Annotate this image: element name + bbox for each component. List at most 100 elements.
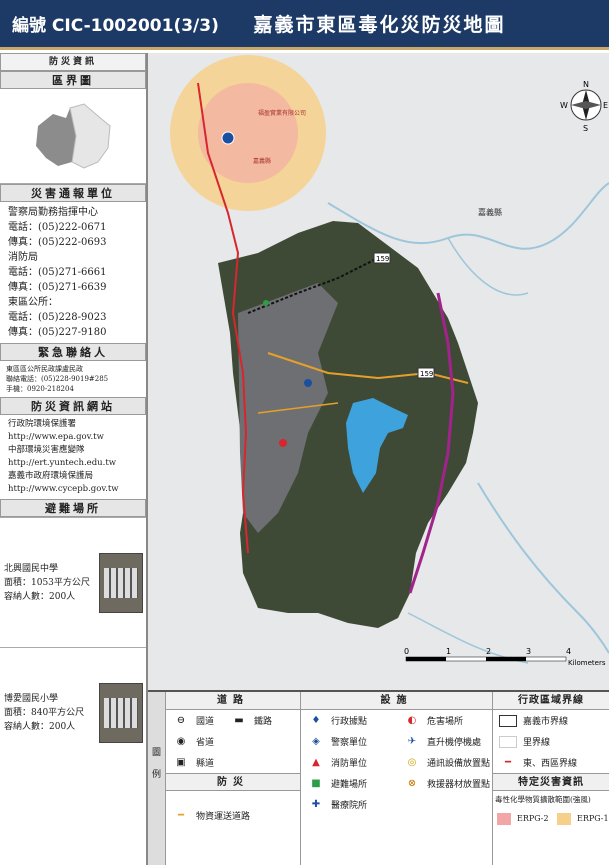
svg-text:E: E bbox=[603, 101, 608, 110]
shelter-name: 博愛國民小學 bbox=[4, 693, 59, 704]
poi-label: 福盈實業有限公司 bbox=[258, 109, 306, 117]
admin-icon: ♦ bbox=[311, 714, 321, 726]
legend-item: 行政據點 bbox=[331, 717, 368, 727]
header-district: 區界圖 bbox=[0, 71, 146, 89]
erpg2-swatch bbox=[497, 812, 511, 825]
railway-icon: ▬ bbox=[234, 714, 244, 726]
helicopter-icon: ✈ bbox=[407, 735, 417, 747]
urban-area bbox=[238, 283, 338, 533]
web-line: 嘉義市政府環境保護局 bbox=[8, 471, 94, 481]
contact-line: 手機：0920-218204 bbox=[6, 385, 74, 393]
shelter-name: 北興國民中學 bbox=[4, 563, 59, 574]
header-info: 防災資訊 bbox=[0, 53, 146, 71]
fire-icon: ▲ bbox=[312, 756, 320, 768]
freeway-icon: ⊖ bbox=[176, 714, 186, 726]
shelter-capacity: 容納人數：200人 bbox=[4, 591, 76, 602]
legend-item: 國道 bbox=[196, 717, 215, 727]
legend-facility-header: 設施 bbox=[301, 692, 492, 710]
road-number: 159 bbox=[420, 370, 433, 378]
map-area[interactable]: 福盈實業有限公司 嘉義縣 嘉義縣 159 159 N S E W bbox=[148, 53, 609, 690]
legend-boundaries: 行政區域界線 嘉義市界線 里界線 ━東、西區界線 特定災害資訊 毒性化學物質擴散… bbox=[493, 692, 609, 865]
supply-road-icon: ━ bbox=[177, 809, 185, 821]
info-panel: 防災資訊 區界圖 災害通報單位 警察局勤務指揮中心 電話：(05)222-067… bbox=[0, 53, 148, 865]
hospital-icon: ✚ bbox=[311, 798, 321, 810]
map-canvas[interactable]: 福盈實業有限公司 嘉義縣 嘉義縣 159 159 N S E W bbox=[148, 53, 609, 690]
shelter-photo bbox=[99, 552, 143, 613]
compass-icon: N S E W bbox=[560, 80, 608, 133]
unit-line: 東區公所： bbox=[8, 297, 58, 308]
city-boundary-icon bbox=[499, 714, 517, 727]
legend-item: 直升機停機處 bbox=[427, 738, 482, 748]
facility-marker[interactable] bbox=[263, 300, 269, 306]
header-contact: 緊急聯絡人 bbox=[0, 343, 146, 361]
legend-special-header: 特定災害資訊 bbox=[493, 773, 609, 791]
unit-line: 電話：(05)222-0671 bbox=[8, 222, 107, 233]
map-title: 嘉義市東區毒化災防災地圖 bbox=[253, 14, 506, 36]
scale-bar: 0 1 2 3 4 Kilometers bbox=[404, 647, 606, 667]
village-boundary-icon bbox=[499, 735, 517, 748]
legend: 圖例 道路 ⊖國道▬鐵路 ◉省道 ▣縣道 防災 ━物資運送道路 設施 ♦行政據點… bbox=[148, 690, 609, 865]
comms-icon: ◎ bbox=[407, 756, 417, 768]
legend-item: 消防單位 bbox=[331, 759, 368, 769]
legend-facilities: 設施 ♦行政據點◐危害場所 ◈警察單位✈直升機停機處 ▲消防單位◎通訊設備放置點… bbox=[301, 692, 493, 865]
legend-item: ERPG-1 bbox=[577, 814, 609, 823]
river bbox=[327, 182, 609, 250]
shelter-area: 面積：1053平方公尺 bbox=[4, 577, 90, 588]
erpg2-zone bbox=[198, 83, 298, 183]
contact-block: 東區區公所民政課盧民政 聯絡電話：(05)228-9019#285 手機：092… bbox=[0, 361, 146, 397]
facility-marker[interactable] bbox=[304, 379, 312, 387]
county-road-icon: ▣ bbox=[176, 756, 186, 768]
svg-text:W: W bbox=[560, 101, 568, 110]
river bbox=[477, 482, 609, 654]
erpg1-swatch bbox=[557, 812, 571, 825]
rescue-icon: ⊗ bbox=[407, 777, 417, 789]
web-line: 中部環境災害應變隊 bbox=[8, 445, 85, 455]
legend-item: 嘉義市界線 bbox=[523, 717, 569, 727]
highway bbox=[408, 292, 455, 594]
web-link[interactable]: http://www.epa.gov.tw bbox=[8, 432, 104, 442]
shelter-area: 面積：840平方公尺 bbox=[4, 707, 85, 718]
header-shelters: 避難場所 bbox=[0, 499, 146, 517]
east-west-boundary bbox=[197, 82, 249, 554]
legend-side-label: 圖例 bbox=[148, 692, 166, 865]
legend-item: 救援器材放置點 bbox=[427, 780, 491, 790]
legend-item: 物資運送道路 bbox=[196, 812, 251, 822]
district-map bbox=[0, 89, 146, 184]
hazard-marker[interactable] bbox=[221, 131, 235, 145]
map-code: 編號 CIC-1002001(3/3) bbox=[12, 16, 219, 36]
legend-road-header: 道路 bbox=[166, 692, 300, 710]
svg-text:1: 1 bbox=[446, 647, 451, 656]
poi-label: 嘉義縣 bbox=[253, 157, 271, 165]
road-number: 159 bbox=[376, 255, 389, 263]
legend-item: 東、西區界線 bbox=[523, 759, 578, 769]
web-link[interactable]: http://www.cycepb.gov.tw bbox=[8, 484, 119, 494]
svg-text:3: 3 bbox=[526, 647, 531, 656]
legend-item: 避難場所 bbox=[331, 780, 368, 790]
road bbox=[267, 352, 469, 384]
legend-item: 鐵路 bbox=[254, 717, 273, 727]
svg-text:S: S bbox=[583, 124, 588, 133]
shelter-item: 北興國民中學 面積：1053平方公尺 容納人數：200人 bbox=[0, 517, 146, 647]
svg-text:0: 0 bbox=[404, 647, 409, 656]
river bbox=[407, 612, 529, 664]
facility-marker[interactable] bbox=[279, 439, 287, 447]
unit-line: 電話：(05)271-6661 bbox=[8, 267, 107, 278]
web-link[interactable]: http://ert.yuntech.edu.tw bbox=[8, 458, 117, 468]
legend-item: 省道 bbox=[196, 738, 215, 748]
svg-text:4: 4 bbox=[566, 647, 571, 656]
unit-line: 消防局 bbox=[8, 252, 38, 263]
legend-item: 醫療院所 bbox=[331, 801, 368, 811]
legend-prevention-header: 防災 bbox=[166, 773, 300, 791]
road-shield bbox=[373, 252, 391, 264]
area-label: 嘉義縣 bbox=[478, 207, 502, 217]
title-bar: 編號 CIC-1002001(3/3) 嘉義市東區毒化災防災地圖 bbox=[0, 0, 609, 50]
header-websites: 防災資訊網站 bbox=[0, 397, 146, 415]
websites-list: 行政院環境保護署 http://www.epa.gov.tw 中部環境災害應變隊… bbox=[0, 415, 146, 499]
legend-item: 通訊設備放置點 bbox=[427, 759, 491, 769]
contact-line: 聯絡電話：(05)228-9019#285 bbox=[6, 375, 109, 383]
unit-line: 警察局勤務指揮中心 bbox=[8, 207, 98, 218]
svg-text:N: N bbox=[583, 80, 589, 89]
header-report-units: 災害通報單位 bbox=[0, 184, 146, 202]
district-map-icon bbox=[36, 103, 111, 169]
